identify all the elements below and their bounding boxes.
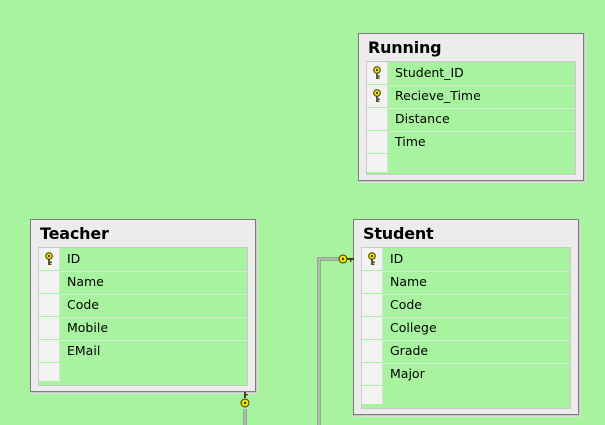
column-row[interactable]: Major xyxy=(362,363,570,387)
column-row[interactable]: Code xyxy=(39,294,247,318)
new-column-row[interactable] xyxy=(362,386,570,404)
column-name: Distance xyxy=(395,111,450,126)
key-icon xyxy=(368,252,376,265)
column-row[interactable]: ID xyxy=(39,248,247,272)
column-name: Mobile xyxy=(67,320,109,335)
column-row[interactable]: Code xyxy=(362,294,570,318)
column-name: ID xyxy=(390,251,404,266)
table-running[interactable]: Running Student_ID xyxy=(358,33,584,181)
key-icon xyxy=(45,252,53,265)
table-title: Teacher xyxy=(40,224,109,243)
column-name: ID xyxy=(67,251,81,266)
column-row[interactable]: Student_ID xyxy=(367,62,575,86)
column-name: EMail xyxy=(67,343,101,358)
table-teacher[interactable]: Teacher ID Name xyxy=(30,219,256,392)
table-student[interactable]: Student ID Name xyxy=(353,219,579,415)
relationship-key-icon xyxy=(240,392,250,408)
column-name: Major xyxy=(390,366,425,381)
column-row[interactable]: Name xyxy=(362,271,570,295)
column-row[interactable]: Distance xyxy=(367,108,575,132)
column-row[interactable]: Recieve_Time xyxy=(367,85,575,109)
column-name: Name xyxy=(390,274,427,289)
column-name: Code xyxy=(67,297,100,312)
column-name: Recieve_Time xyxy=(395,88,481,103)
column-grid: Student_ID Recieve_Time Distance xyxy=(366,61,576,175)
column-row[interactable]: Mobile xyxy=(39,317,247,341)
column-row[interactable]: College xyxy=(362,317,570,341)
column-row[interactable]: Name xyxy=(39,271,247,295)
table-title: Running xyxy=(368,38,442,57)
column-name: Code xyxy=(390,297,423,312)
column-row[interactable]: ID xyxy=(362,248,570,272)
relationship-key-icon xyxy=(338,254,354,264)
column-row[interactable]: Grade xyxy=(362,340,570,364)
table-title: Student xyxy=(363,224,434,243)
column-grid: ID Name Code Mobile EMail xyxy=(38,247,248,386)
column-row[interactable]: EMail xyxy=(39,340,247,364)
column-name: Time xyxy=(395,134,426,149)
new-column-row[interactable] xyxy=(367,154,575,172)
column-grid: ID Name Code College Grade Major xyxy=(361,247,571,409)
column-name: Student_ID xyxy=(395,65,464,80)
column-row[interactable]: Time xyxy=(367,131,575,155)
key-icon xyxy=(373,89,381,102)
new-column-row[interactable] xyxy=(39,363,247,381)
column-name: Grade xyxy=(390,343,429,358)
column-name: Name xyxy=(67,274,104,289)
column-name: College xyxy=(390,320,437,335)
key-icon xyxy=(373,66,381,79)
